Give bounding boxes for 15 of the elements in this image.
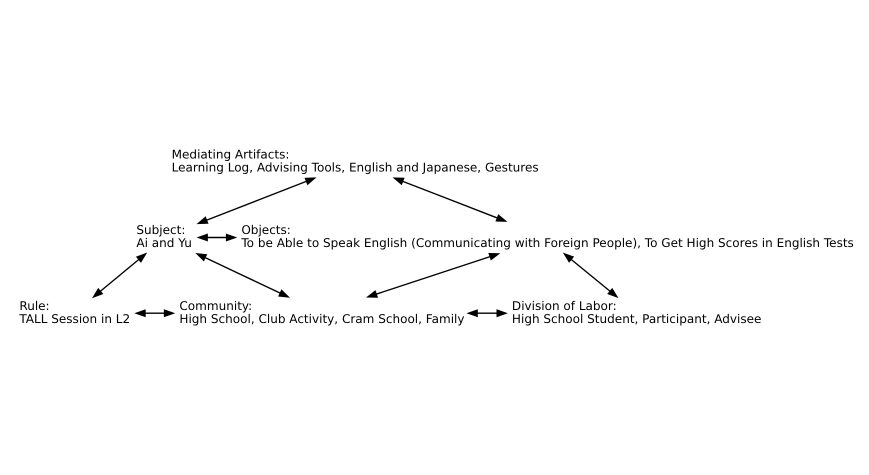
arrow	[92, 252, 148, 298]
node-text: Subject: Ai and Yu	[136, 223, 192, 250]
node-text: Division of Labor: High School Student, Participant, Advisee	[512, 298, 762, 326]
arrow	[366, 253, 500, 298]
node-text: Community: High School, Club Activity, Cram School, Family	[179, 298, 465, 326]
arrow	[195, 252, 290, 298]
arrow	[392, 177, 508, 222]
arrow	[466, 309, 508, 318]
node-text: Rule: TALL Session in L2	[19, 298, 130, 326]
arrow	[562, 252, 619, 298]
arrow	[134, 309, 176, 318]
node-text: Objects: To be Able to Speak English (Communicating with Foreign People), To Get High Scores in English Tests	[241, 223, 854, 250]
node-text: Mediating Artifacts: Learning Log, Advising Tools, English and Japanese, Gestures	[172, 148, 539, 174]
arrow	[196, 177, 317, 224]
arrow	[196, 234, 238, 242]
